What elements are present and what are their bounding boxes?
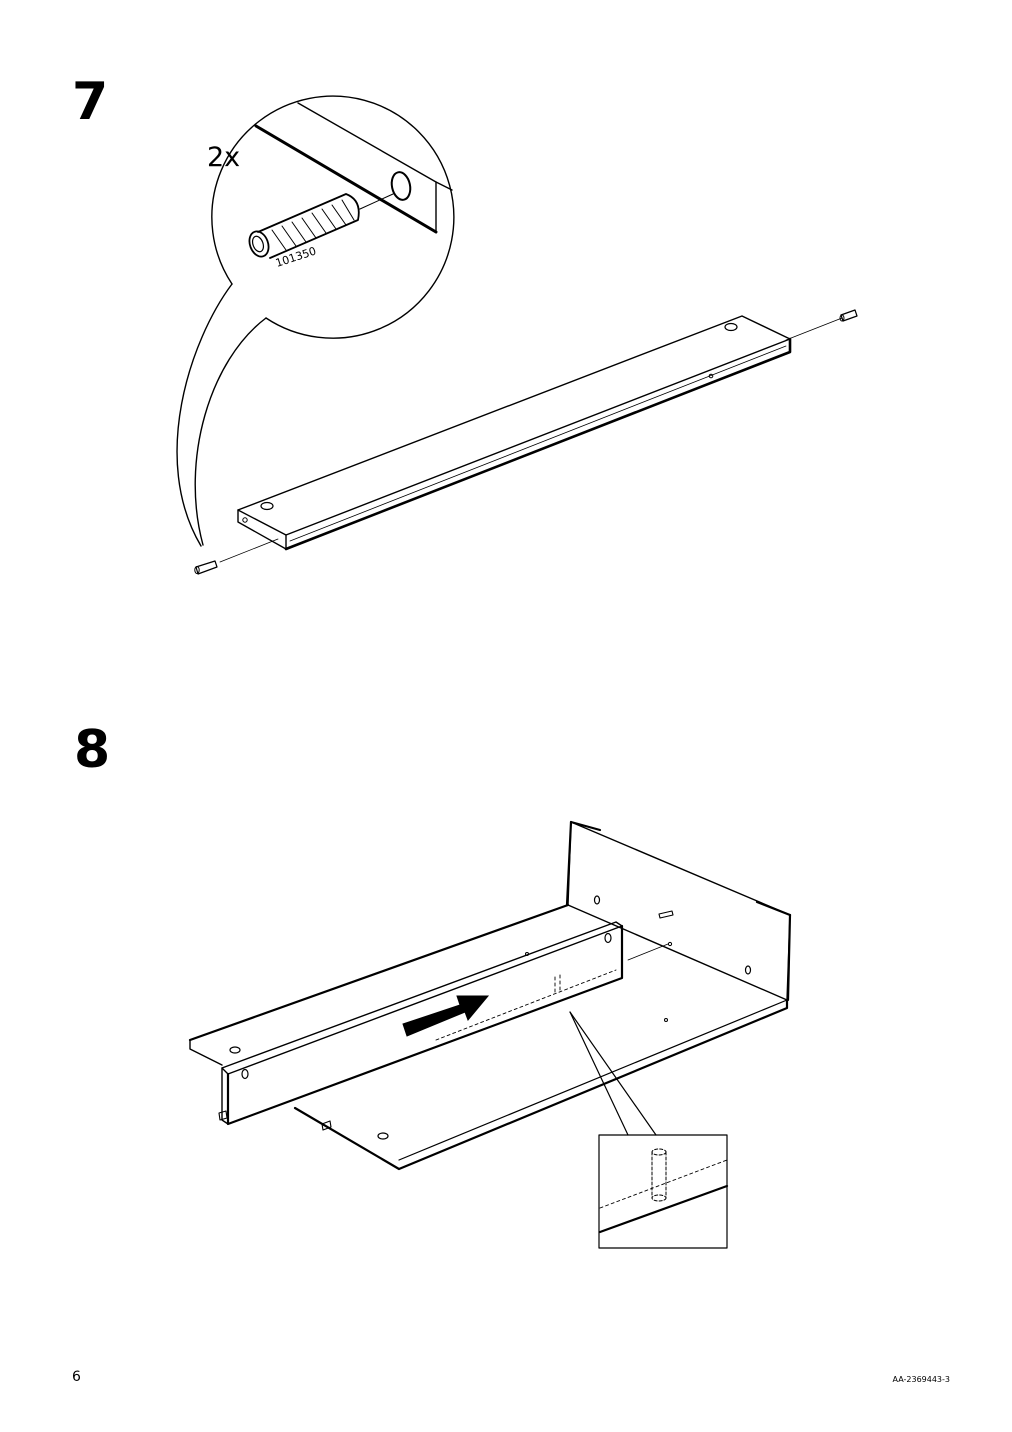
callout-quantity: 2x	[207, 142, 240, 173]
arrow-right-icon	[402, 995, 490, 1037]
detail-callout	[569, 1011, 729, 1249]
page-number: 6	[72, 1369, 81, 1385]
long-board	[219, 315, 843, 563]
step-8-number: 8	[74, 720, 111, 780]
dowel-icon	[248, 193, 360, 259]
step-8-illustration	[188, 820, 792, 1249]
bottom-panel	[188, 903, 789, 1171]
back-panel	[565, 820, 792, 1002]
dowel-icon	[627, 910, 674, 961]
step-7-number: 7	[72, 72, 109, 132]
callout-board-edge	[254, 102, 453, 234]
step-7-illustration: 2x 101350	[176, 95, 858, 575]
magnifier-callout-icon	[176, 95, 455, 547]
document-code: AA-2369443-3	[892, 1375, 950, 1384]
dowel-icon	[218, 1110, 228, 1121]
dowel-icon	[194, 560, 218, 575]
dowel-icon	[839, 309, 858, 322]
dowel-icon	[321, 1120, 332, 1131]
